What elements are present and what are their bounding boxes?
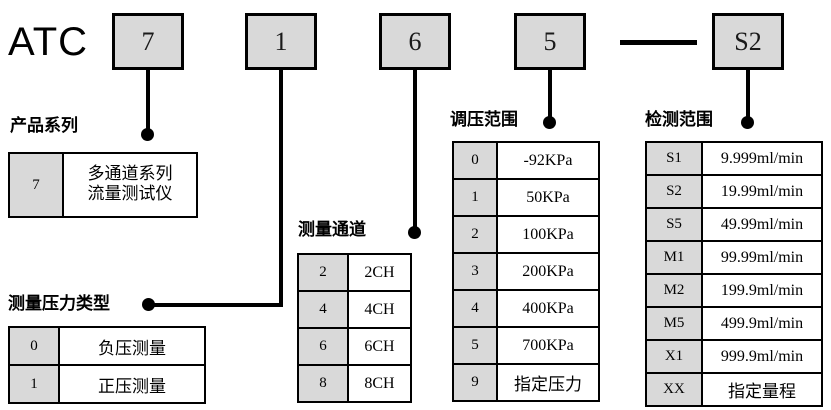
table-row: 1 正压测量 [8, 364, 206, 404]
legend-key: 4 [452, 289, 498, 328]
legend-key: 3 [452, 252, 498, 291]
table-row: 4 400KPa [452, 289, 600, 328]
table-row: 9 指定压力 [452, 363, 600, 402]
table-row: 3 200KPa [452, 252, 600, 291]
code-box-channels[interactable]: 6 [379, 13, 451, 70]
legend-value: 2CH [347, 253, 412, 292]
legend-value-line2: 流量测试仪 [87, 184, 173, 204]
connector-dot-detection-range [741, 116, 754, 129]
legend-value: -92KPa [496, 141, 600, 180]
group-title-detection-range: 检测范围 [645, 110, 713, 130]
connector-line-channels [413, 70, 417, 232]
legend-table-pressure-type: 0 负压测量 1 正压测量 [8, 326, 206, 404]
legend-key: 9 [452, 363, 498, 402]
legend-value-line1: 多通道系列 [87, 164, 173, 185]
model-prefix-label: ATC [8, 20, 89, 64]
connector-line-pressure-type-horizontal [148, 303, 283, 307]
code-separator-dash [620, 40, 697, 45]
table-row: 2 2CH [297, 253, 412, 292]
legend-key: 6 [297, 327, 349, 366]
legend-value: 199.9ml/min [701, 273, 823, 308]
legend-value: 200KPa [496, 252, 600, 291]
legend-value: 指定压力 [496, 363, 600, 402]
table-row: 8 8CH [297, 364, 412, 403]
table-row: S5 49.99ml/min [645, 207, 823, 242]
code-box-series[interactable]: 7 [112, 13, 184, 70]
legend-key: 2 [297, 253, 349, 292]
legend-value: 正压测量 [58, 364, 206, 404]
legend-key: 5 [452, 326, 498, 365]
legend-value: 负压测量 [58, 326, 206, 366]
table-row: M5 499.9ml/min [645, 306, 823, 341]
table-row: 7 多通道系列 流量测试仪 [8, 152, 198, 218]
connector-dot-series [141, 128, 154, 141]
legend-key: M5 [645, 306, 703, 341]
connector-line-series [146, 70, 150, 135]
legend-key: 7 [8, 152, 64, 218]
group-title-channels: 测量通道 [298, 220, 366, 240]
legend-value: 4CH [347, 290, 412, 329]
table-row: 2 100KPa [452, 215, 600, 254]
legend-key: 8 [297, 364, 349, 403]
table-row: S2 19.99ml/min [645, 174, 823, 209]
group-title-pressure-range: 调压范围 [450, 110, 518, 130]
legend-key: X1 [645, 339, 703, 374]
legend-value: 多通道系列 流量测试仪 [62, 152, 198, 218]
legend-key: 0 [452, 141, 498, 180]
legend-key: 2 [452, 215, 498, 254]
legend-value: 99.99ml/min [701, 240, 823, 275]
table-row: 5 700KPa [452, 326, 600, 365]
group-title-product-series: 产品系列 [10, 116, 78, 136]
legend-key: 1 [452, 178, 498, 217]
legend-value: 49.99ml/min [701, 207, 823, 242]
legend-value: 999.9ml/min [701, 339, 823, 374]
legend-key: M1 [645, 240, 703, 275]
table-row: 4 4CH [297, 290, 412, 329]
table-row: XX 指定量程 [645, 372, 823, 407]
legend-value: 50KPa [496, 178, 600, 217]
legend-value: 9.999ml/min [701, 141, 823, 176]
table-row: S1 9.999ml/min [645, 141, 823, 176]
legend-key: S2 [645, 174, 703, 209]
legend-key: XX [645, 372, 703, 407]
code-box-detection-range[interactable]: S2 [712, 13, 784, 70]
legend-value: 19.99ml/min [701, 174, 823, 209]
table-row: M1 99.99ml/min [645, 240, 823, 275]
table-row: M2 199.9ml/min [645, 273, 823, 308]
legend-value: 499.9ml/min [701, 306, 823, 341]
legend-table-pressure-range: 0 -92KPa 1 50KPa 2 100KPa 3 200KPa 4 400… [452, 141, 600, 402]
legend-value: 8CH [347, 364, 412, 403]
table-row: 0 -92KPa [452, 141, 600, 180]
code-box-pressure-range[interactable]: 5 [514, 13, 586, 70]
connector-dot-pressure-range [543, 116, 556, 129]
connector-dot-channels [408, 226, 421, 239]
legend-key: S1 [645, 141, 703, 176]
connector-line-pressure-range [548, 70, 552, 122]
code-box-pressure-type[interactable]: 1 [245, 13, 317, 70]
legend-key: 1 [8, 364, 60, 404]
legend-key: S5 [645, 207, 703, 242]
legend-key: 4 [297, 290, 349, 329]
table-row: 6 6CH [297, 327, 412, 366]
connector-line-pressure-type-vertical [279, 70, 283, 307]
legend-table-product-series: 7 多通道系列 流量测试仪 [8, 152, 198, 218]
legend-key: 0 [8, 326, 60, 366]
legend-value: 400KPa [496, 289, 600, 328]
legend-value: 700KPa [496, 326, 600, 365]
table-row: 0 负压测量 [8, 326, 206, 366]
legend-key: M2 [645, 273, 703, 308]
table-row: 1 50KPa [452, 178, 600, 217]
table-row: X1 999.9ml/min [645, 339, 823, 374]
connector-dot-pressure-type [142, 298, 155, 311]
group-title-pressure-type: 测量压力类型 [8, 294, 110, 314]
legend-table-channels: 2 2CH 4 4CH 6 6CH 8 8CH [297, 253, 412, 403]
legend-value: 6CH [347, 327, 412, 366]
legend-value: 指定量程 [701, 372, 823, 407]
connector-line-detection-range [746, 70, 750, 122]
legend-table-detection-range: S1 9.999ml/min S2 19.99ml/min S5 49.99ml… [645, 141, 823, 407]
legend-value: 100KPa [496, 215, 600, 254]
